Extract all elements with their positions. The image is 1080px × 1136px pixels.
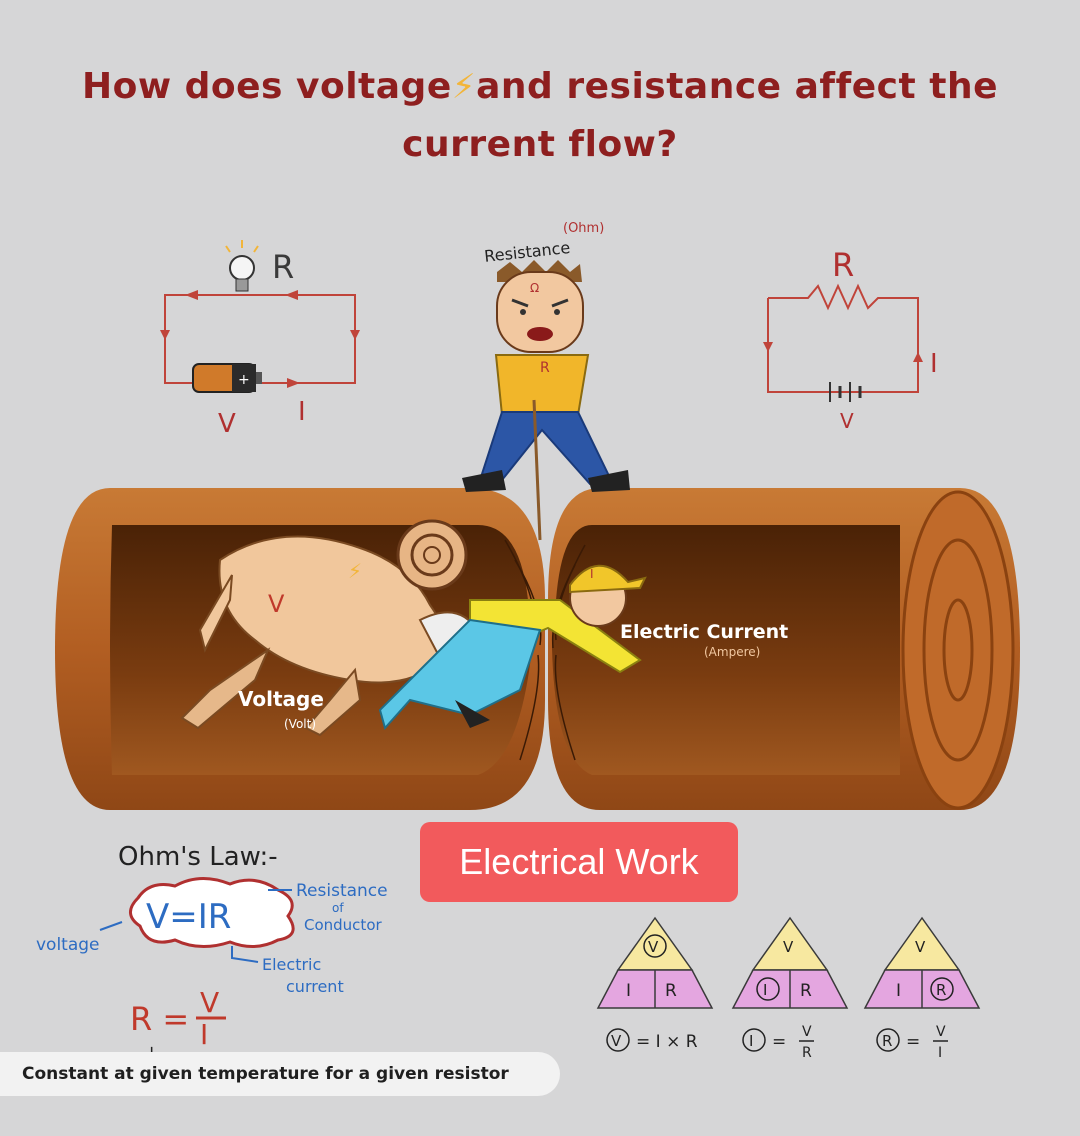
left-circuit-r: R [272,248,294,286]
current-unit: (Ampere) [704,645,760,659]
current-side-label1: Electric [262,955,321,974]
current-character: I Electric Current (Ampere) [378,564,788,731]
goat-character: V ⚡ Voltage (Volt) [180,519,480,737]
tri2-formula-num: V [802,1024,812,1040]
resistance-side-conductor: Conductor [304,916,382,934]
voltage-label: Voltage [238,687,324,711]
tri3-formula-num: V [936,1024,946,1040]
title-line2: current flow? [402,124,678,165]
page-title: How does voltage⚡and resistance affect t… [40,58,1040,174]
voltage-unit: (Volt) [284,717,316,731]
tri2-top: V [783,938,794,956]
note-band [0,1052,560,1096]
tri3-formula-left: R [882,1032,892,1050]
tri2-formula-left: I [749,1032,753,1050]
ohms-law-sketch: V=IR voltage Resistance of Conductor Ele… [36,877,388,1065]
tri3-formula-mid: = [906,1032,920,1052]
tri2-left: I [763,981,767,999]
right-circuit-v: V [840,409,854,433]
triangle-3: V I R R = V I [863,916,981,1061]
triangle-2: V I R I = V R [731,916,849,1061]
tri1-formula-mid: = I × R [636,1032,698,1052]
resistance-side-label: Resistance [296,881,388,901]
shirt-letter: R [540,360,550,376]
right-circuit: R I V [763,246,938,433]
resistance-character: Resistance (Ohm) Ω R [462,221,630,541]
left-circuit-v: V [218,409,236,439]
ohms-law-note: Constant at given temperature for a give… [22,1064,509,1084]
tri3-formula-den: I [938,1045,942,1061]
battery-cells-icon [829,382,862,402]
r-equation: R = [130,1000,189,1038]
title-line1-after: and resistance affect the [476,66,999,107]
tri3-top: V [915,938,926,956]
electrical-work-badge: Electrical Work [420,822,738,902]
resistance-unit: (Ohm) [563,221,604,236]
goat-letter: V [268,590,285,618]
triangle-1: V I R V = I × R [596,916,714,1052]
current-label: Electric Current [620,621,788,643]
goat-bolt-icon: ⚡ [348,559,362,583]
tri2-formula-den: R [802,1045,812,1061]
tri1-top: V [648,938,659,956]
hair-ohm-symbol: Ω [530,281,539,295]
cap-letter: I [590,567,594,581]
right-circuit-r: R [832,246,854,284]
ohms-law-title: Ohm's Law:- [118,842,278,872]
bulb-icon [225,240,259,292]
tri1-right: R [665,981,677,1001]
voltage-side-label: voltage [36,935,100,955]
right-circuit-i: I [930,349,938,379]
resistance-side-of: of [332,901,344,915]
tri1-formula-left: V [611,1032,622,1050]
tri1-left: I [626,981,631,1001]
left-circuit: R + V I [160,240,360,439]
tri2-right: R [800,981,812,1001]
lightning-icon: ⚡ [451,67,477,107]
current-side-label2: current [286,977,344,996]
tri3-right: R [936,981,946,999]
tri3-left: I [896,981,901,1001]
battery-icon: + [192,363,262,393]
title-line1-before: How does voltage [81,66,452,107]
tri2-formula-mid: = [772,1032,786,1052]
left-circuit-i: I [298,397,306,427]
svg-text:+: + [238,372,250,388]
r-denominator: I [200,1018,208,1051]
ohms-law-formula: V=IR [146,897,231,937]
r-numerator: V [200,986,219,1019]
